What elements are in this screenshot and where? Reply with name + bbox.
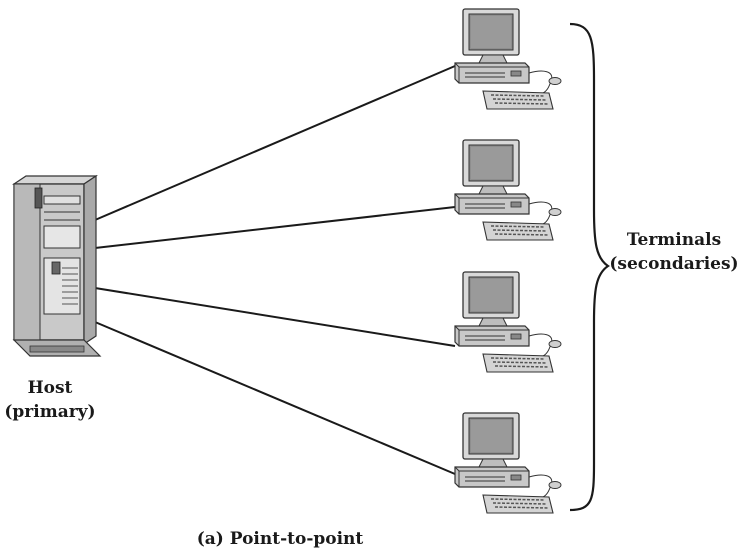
terminal-icon-2 <box>454 139 562 241</box>
link-line-1 <box>94 65 456 221</box>
terminal-icon-1 <box>454 8 562 110</box>
terminals-label-line1: Terminals <box>626 230 722 250</box>
link-line-3 <box>94 287 456 347</box>
host-server-icon <box>12 174 102 357</box>
host-label-line1: Host <box>27 378 73 398</box>
terminal-icon-3 <box>454 271 562 373</box>
terminals-label-line2: (secondaries) <box>609 254 739 274</box>
terminals-brace <box>569 22 610 512</box>
diagram-caption: (a) Point-to-point <box>196 529 364 549</box>
link-line-2 <box>94 206 456 249</box>
terminal-icon-4 <box>454 412 562 514</box>
host-label: Host (primary) <box>0 376 100 424</box>
link-line-4 <box>94 321 456 475</box>
terminals-label: Terminals (secondaries) <box>606 228 742 276</box>
host-label-line2: (primary) <box>4 402 96 422</box>
